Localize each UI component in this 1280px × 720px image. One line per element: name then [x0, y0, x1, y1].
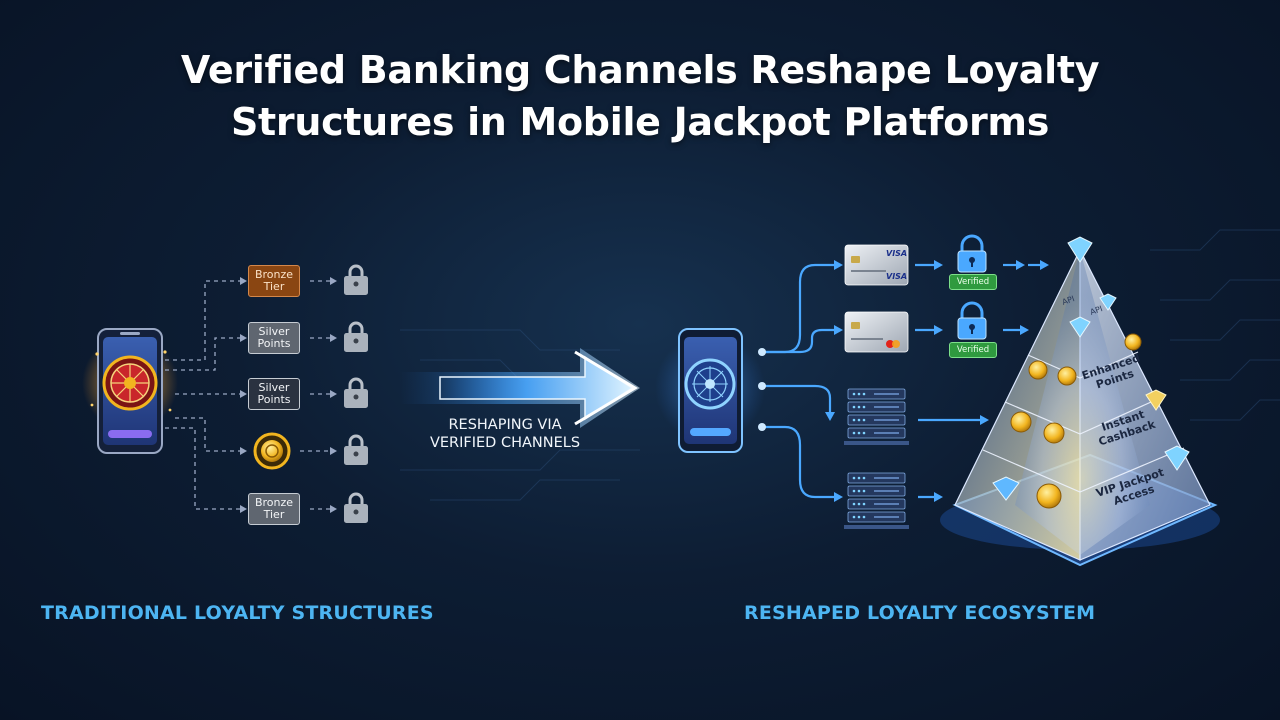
- reshaped-phone: [655, 328, 765, 453]
- channel-arrowheads: [825, 260, 1049, 502]
- visa-card: [844, 244, 909, 286]
- tier-bronze-2: Bronze Tier: [248, 493, 300, 525]
- tier-line-1: Bronze: [254, 496, 294, 509]
- padlock-icon: [344, 492, 368, 523]
- reshaping-arrow: [400, 348, 640, 428]
- visa-logo-top: VISA: [886, 249, 908, 258]
- tier-line-2: Tier: [263, 280, 285, 293]
- tier-line-1: Silver: [258, 381, 290, 394]
- reshaped-section-label: RESHAPED LOYALTY ECOSYSTEM: [744, 602, 1096, 624]
- loyalty-pyramid: [940, 249, 1220, 567]
- reshaping-line-2: VERIFIED CHANNELS: [429, 435, 581, 451]
- title-line-1: Verified Banking Channels Reshape Loyalt…: [180, 48, 1100, 92]
- verified-badge-2: Verified: [949, 342, 997, 358]
- reshaping-label: RESHAPING VIA VERIFIED CHANNELS: [410, 416, 600, 452]
- coin-icon: [253, 432, 291, 470]
- traditional-section-label: TRADITIONAL LOYALTY STRUCTURES: [41, 602, 434, 624]
- padlock-icon: [344, 264, 368, 295]
- tier-line-2: Tier: [263, 508, 285, 521]
- verified-padlock-icons: [957, 234, 987, 340]
- tier-line-2: Points: [257, 393, 291, 406]
- tier-silver-2: Silver Points: [248, 378, 300, 410]
- padlock-icon: [344, 377, 368, 408]
- tier-line-2: Points: [257, 337, 291, 350]
- tier-line-1: Bronze: [254, 268, 294, 281]
- verified-badge-1: Verified: [949, 274, 997, 290]
- channel-nodes: [758, 348, 766, 431]
- padlock-icon: [344, 321, 368, 352]
- padlock-icons: [344, 264, 368, 523]
- server-icon: [844, 472, 909, 529]
- tier-bronze-1: Bronze Tier: [248, 265, 300, 297]
- traditional-phone: [82, 328, 178, 454]
- diamond-icons: [992, 236, 1190, 501]
- padlock-icon: [344, 434, 368, 465]
- page-title: Verified Banking Channels Reshape Loyalt…: [0, 44, 1280, 148]
- title-line-2: Structures in Mobile Jackpot Platforms: [230, 100, 1050, 144]
- gold-coin-icons: [1010, 333, 1142, 509]
- sparkle-icon: [90, 350, 172, 412]
- channel-lines: [762, 263, 1040, 499]
- reshaping-line-1: RESHAPING VIA: [448, 417, 562, 433]
- visa-logo-bottom: VISA: [886, 272, 908, 281]
- traditional-arrowheads: [240, 277, 337, 513]
- mastercard-card: [844, 311, 909, 353]
- server-icon: [844, 388, 909, 445]
- traditional-branch-lines: [165, 280, 330, 510]
- tier-line-1: Silver: [258, 325, 290, 338]
- tier-silver-1: Silver Points: [248, 322, 300, 354]
- server-icons: [844, 388, 909, 529]
